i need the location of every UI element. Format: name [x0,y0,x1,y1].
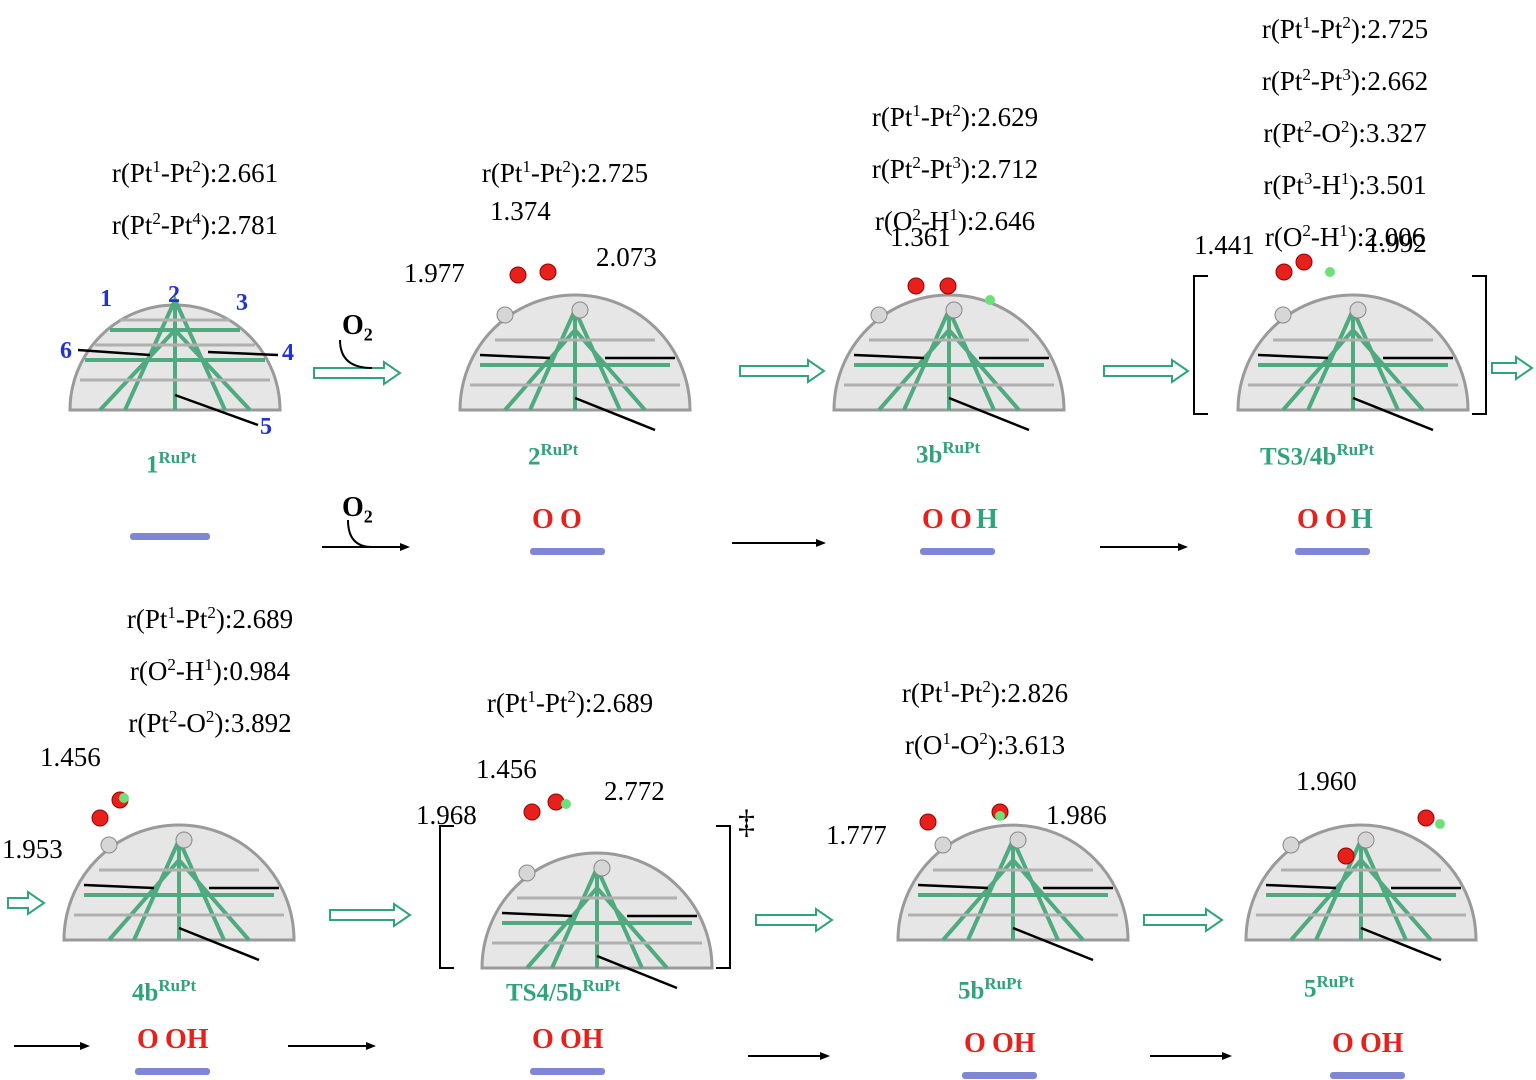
surface-o-left: O [532,504,554,535]
compound-label: TS4/5bRuPt [506,976,621,1007]
double-dagger: ‡ [738,804,755,841]
surface-o-right: O [950,504,972,535]
panel-ts3-4b: r(Pt1-Pt2):2.725 r(Pt2-Pt3):2.662 r(Pt2-… [1194,0,1480,560]
panel-4b: r(Pt1-Pt2):2.689 r(O2-H1):0.984 r(Pt2-O2… [0,590,330,1070]
surface-bar [530,1068,605,1075]
distance-label: 1.441 [1194,230,1255,260]
atom-number: 2 [168,282,180,308]
bond-line: r(Pt2-Pt3):2.712 [871,153,1039,184]
compound-label: TS3/4bRuPt [1260,440,1375,471]
compound-label: 2RuPt [528,440,579,471]
panel-5: 1.960 5RuPt [1220,590,1520,1070]
distance-label: 1.992 [1366,228,1427,258]
compound-label: 3bRuPt [916,438,981,469]
compound-label: 1RuPt [146,448,197,479]
atom-number: 3 [236,290,248,316]
bond-line: r(Pt3-H1):3.501 [1263,169,1427,200]
atom-number: 6 [60,338,72,364]
compound-label: 5RuPt [1304,972,1355,1003]
bond-list: r(Pt1-Pt2):2.725 [440,144,690,196]
surface-bar [920,548,995,555]
surface-bar [130,533,210,540]
surface-o-right: OH [1360,1028,1404,1059]
atom-number: 4 [282,340,294,366]
surface-bar [530,548,605,555]
distance-label: 1.953 [2,834,63,864]
bond-list: r(Pt1-Pt2):2.725 r(Pt2-Pt3):2.662 r(Pt2-… [1230,0,1460,260]
bond-line: r(Pt2-Pt4):2.781 [111,209,279,240]
bond-line: r(Pt1-Pt2):2.661 [111,157,279,188]
surface-bar [962,1072,1037,1079]
bond-list: r(Pt1-Pt2):2.689 r(O2-H1):0.984 r(Pt2-O2… [90,590,330,746]
panel-2: r(Pt1-Pt2):2.725 1.374 1.977 2.073 2RuPt [404,0,720,560]
distance-label: 2.772 [604,776,665,806]
bond-line: r(Pt1-Pt2):2.629 [871,101,1039,132]
atom-number: 1 [100,286,112,312]
compound-label: 5bRuPt [958,974,1023,1005]
surface-bar [1295,548,1370,555]
bond-list: r(Pt1-Pt2):2.689 [450,674,690,726]
surface-o-left: O [1297,504,1319,535]
bond-line: r(O2-H1):0.984 [129,655,291,686]
distance-label: 1.456 [476,754,537,784]
surface-o-left: O [964,1028,986,1059]
distance-label: 1.361 [890,222,951,252]
bond-line: r(O1-O2):3.613 [904,729,1066,760]
bond-list: r(Pt1-Pt2):2.826 r(O1-O2):3.613 [870,664,1100,768]
surface-o-left: O [922,504,944,535]
surface-bar [1330,1072,1405,1079]
bond-line: r(Pt2-O2):3.892 [128,707,292,738]
reagent-o2-small: O2 [342,492,373,527]
bond-line: r(Pt1-Pt2):2.725 [481,157,649,188]
bond-line: r(O2-H1):2.006 [1264,221,1426,252]
panel-1: r(Pt1-Pt2):2.661 r(Pt2-Pt4):2.781 1 2 3 … [60,0,320,560]
bond-line: r(Pt1-Pt2):2.826 [901,677,1069,708]
bond-line: r(Pt1-Pt2):2.725 [1261,13,1429,44]
bond-line: r(Pt1-Pt2):2.689 [126,603,294,634]
surface-h: H [1351,504,1373,535]
bond-list: r(Pt1-Pt2):2.629 r(Pt2-Pt3):2.712 r(O2-H… [840,88,1070,244]
distance-label: 1.960 [1296,766,1357,796]
panel-5b: r(Pt1-Pt2):2.826 r(O1-O2):3.613 1.777 1.… [820,590,1140,1070]
distance-label: 1.977 [404,258,465,288]
atom-number: 5 [260,414,272,440]
surface-o-left: O [137,1024,159,1055]
panel-3b: r(Pt1-Pt2):2.629 r(Pt2-Pt3):2.712 r(O2-H… [840,0,1080,560]
surface-o-left: O [1332,1028,1354,1059]
surface-o-right: O [560,504,582,535]
bond-line: r(Pt1-Pt2):2.689 [486,687,654,718]
surface-o-right: O [1325,504,1347,535]
distance-label: 1.986 [1046,800,1107,830]
bond-line: r(O2-H1):2.646 [874,205,1036,236]
surface-o-left: O [532,1024,554,1055]
surface-o-right: OH [165,1024,209,1055]
distance-label: 1.374 [490,196,551,226]
bond-list: r(Pt1-Pt2):2.661 r(Pt2-Pt4):2.781 [70,144,320,248]
bond-line: r(Pt2-Pt3):2.662 [1261,65,1429,96]
surface-bar [135,1068,210,1075]
surface-o-right: OH [560,1024,604,1055]
bond-line: r(Pt2-O2):3.327 [1263,117,1427,148]
distance-label: 1.456 [40,742,101,772]
distance-label: 1.968 [416,800,477,830]
compound-label: 4bRuPt [132,976,197,1007]
distance-label: 1.777 [826,820,887,850]
panel-ts4-5b: r(Pt1-Pt2):2.689 1.456 1.968 2.772 TS4/5… [416,590,755,1070]
cluster-image [68,295,282,540]
surface-o-right: OH [992,1028,1036,1059]
reagent-o2: O2 [342,310,373,345]
distance-label: 2.073 [596,242,657,272]
surface-h: H [976,504,998,535]
